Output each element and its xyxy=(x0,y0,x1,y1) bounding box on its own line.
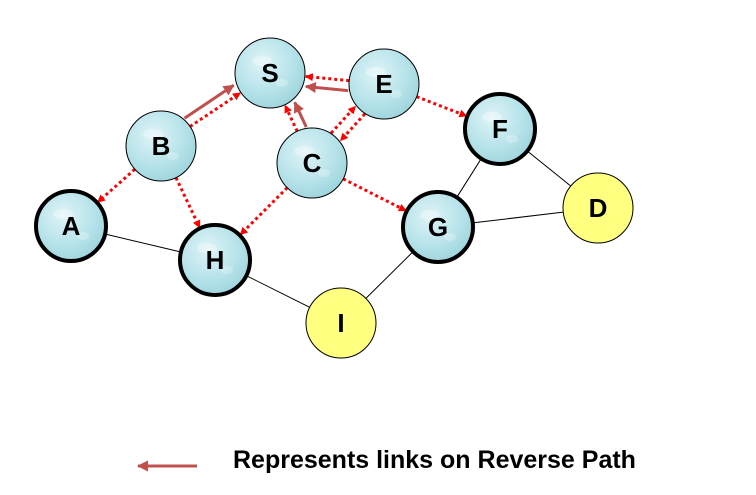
node-e-label: E xyxy=(375,69,392,99)
broadcast-link-c-g xyxy=(342,177,407,213)
legend-label: Represents links on Reverse Path xyxy=(233,446,636,474)
broadcast-link-c-h xyxy=(239,186,289,236)
node-f-circle xyxy=(463,92,537,166)
node-h-label: H xyxy=(206,245,225,275)
node-c-label: C xyxy=(303,148,322,178)
reverse-path-link-e-s xyxy=(304,81,349,93)
node-b: B xyxy=(125,110,197,182)
node-g-label: G xyxy=(428,212,448,242)
node-f-label: F xyxy=(492,114,508,144)
node-s: S xyxy=(234,37,306,109)
broadcast-link-b-h xyxy=(174,176,201,229)
broadcast-link-e-s xyxy=(304,73,350,83)
link-g-f xyxy=(456,158,482,198)
node-c: C xyxy=(276,127,348,199)
plain-links xyxy=(104,150,572,308)
node-d-circle xyxy=(562,172,634,244)
reverse-path-links xyxy=(183,81,349,128)
link-i-g xyxy=(365,251,414,299)
reverse-path-link-b-s xyxy=(183,84,235,120)
node-h-circle xyxy=(178,223,252,297)
node-c-circle xyxy=(276,127,348,199)
node-b-label: B xyxy=(152,131,171,161)
node-e: E xyxy=(348,48,420,120)
link-f-d xyxy=(526,150,572,187)
broadcast-link-e-f xyxy=(416,95,468,118)
node-i-circle xyxy=(305,287,377,359)
node-f: F xyxy=(463,92,537,166)
broadcast-links xyxy=(96,73,468,236)
broadcast-link-b-a xyxy=(96,168,136,204)
node-i-label: I xyxy=(337,308,344,338)
node-i: I xyxy=(305,287,377,359)
link-g-d xyxy=(472,211,564,224)
node-g-circle xyxy=(401,190,475,264)
node-d-label: D xyxy=(589,193,608,223)
node-s-circle xyxy=(234,37,306,109)
node-d: D xyxy=(562,172,634,244)
node-b-circle xyxy=(125,110,197,182)
node-a-circle xyxy=(34,189,108,263)
node-e-circle xyxy=(348,48,420,120)
broadcast-link-c-s xyxy=(283,104,299,132)
link-h-i xyxy=(246,275,310,308)
node-g: G xyxy=(401,190,475,264)
node-a-label: A xyxy=(62,211,81,241)
reverse-path-link-c-s xyxy=(293,101,308,128)
link-a-h xyxy=(104,233,182,253)
node-h: H xyxy=(178,223,252,297)
broadcast-link-b-s xyxy=(189,91,241,128)
nodes: S E B C F A H G D I xyxy=(34,37,634,359)
node-a: A xyxy=(34,189,108,263)
node-s-label: S xyxy=(261,58,278,88)
